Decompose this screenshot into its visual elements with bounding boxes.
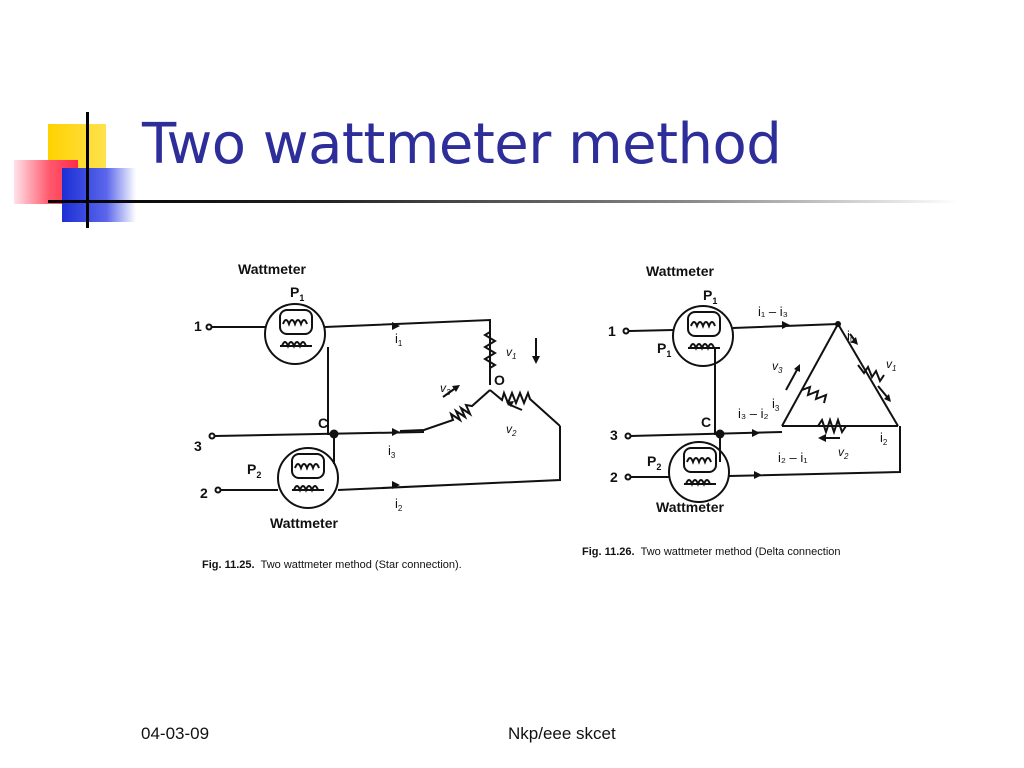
- delta-side-right: [837, 323, 899, 427]
- delta-i1-minus-i3-label: i₁ – i₃: [758, 304, 788, 319]
- delta-resistor-2: [817, 416, 847, 436]
- star-resistor-1: [483, 331, 497, 369]
- star-caption: Fig. 11.25.Two wattmeter method (Star co…: [202, 559, 462, 571]
- star-wattmeter-top-label: Wattmeter: [238, 261, 306, 277]
- star-i1-arrow: [392, 322, 400, 330]
- delta-line-3-wire: [630, 431, 783, 437]
- delta-line-1-wire: [628, 323, 839, 332]
- star-node-o-label: O: [494, 372, 505, 388]
- slide-title: Two wattmeter method: [142, 112, 782, 177]
- vertical-rule: [86, 112, 89, 228]
- delta-p2-label: P2: [647, 453, 661, 472]
- star-i1-label: i1: [395, 331, 403, 348]
- footer-date: 04-03-09: [141, 724, 210, 743]
- title-underline-rule: [48, 200, 960, 203]
- star-wattmeter-p1: [264, 303, 326, 365]
- delta-line-2-label: 2: [610, 469, 618, 485]
- delta-wattmeter-p2: [668, 441, 730, 503]
- delta-wattmeter-top-label: Wattmeter: [646, 263, 714, 279]
- delta-wattmeter-p1: [672, 305, 734, 367]
- delta-i2-label: i2: [880, 430, 888, 447]
- star-i2-label: i2: [395, 496, 403, 513]
- star-v1-arrow: [532, 356, 540, 364]
- star-connection-diagram: Wattmeter P1 1 i1 v1 O v3 v2: [194, 261, 561, 571]
- delta-line-3-label: 3: [610, 427, 618, 443]
- delta-v2-label: v2: [838, 445, 849, 461]
- blue-square-decoration: [62, 168, 136, 222]
- star-wattmeter-p2: [277, 447, 339, 509]
- delta-i3-label: i3: [772, 396, 780, 413]
- star-line-2-wire: [221, 426, 561, 491]
- footer-author: Nkp/eee skcet: [508, 724, 616, 743]
- star-node-c-label: C: [318, 415, 328, 431]
- star-v1-label: v1: [506, 345, 516, 361]
- star-p2-label: P2: [247, 461, 261, 480]
- star-resistor-3: [399, 389, 491, 432]
- star-v3-label: v3: [440, 381, 451, 397]
- delta-il-label: iL: [847, 328, 855, 345]
- delta-caption: Fig. 11.26.Two wattmeter method (Delta c…: [582, 546, 841, 558]
- star-line-1-wire: [212, 318, 491, 385]
- star-line-3-label: 3: [194, 438, 202, 454]
- delta-connection-diagram: Wattmeter P1 P1 1 i₁ – i₃ iL v3: [582, 263, 901, 558]
- star-v2-label: v2: [506, 422, 517, 438]
- delta-line-1-label: 1: [608, 323, 616, 339]
- delta-i2-minus-i1-label: i₂ – i₁: [778, 450, 808, 465]
- delta-i3-minus-i2-label: i₃ – i₂: [738, 406, 769, 421]
- delta-node-c-label: C: [701, 414, 711, 430]
- star-p1-label: P1: [290, 284, 304, 303]
- circuit-diagrams: Wattmeter P1 1 i1 v1 O v3 v2: [194, 261, 901, 571]
- delta-side-left: [781, 323, 839, 427]
- delta-p1-left-label: P1: [657, 340, 671, 359]
- delta-resistor-3: [801, 385, 828, 404]
- star-resistor-2: [489, 389, 561, 427]
- delta-v1-label: v1: [886, 357, 896, 373]
- delta-resistor-1: [857, 364, 885, 384]
- delta-line-2-wire: [631, 426, 901, 478]
- star-i3-label: i3: [388, 443, 396, 460]
- delta-v3-label: v3: [772, 359, 783, 375]
- star-line-2-label: 2: [200, 485, 208, 501]
- star-line-3-wire: [214, 431, 425, 437]
- star-line-1-label: 1: [194, 318, 202, 334]
- star-wattmeter-bottom-label: Wattmeter: [270, 515, 338, 531]
- delta-p1-label: P1: [703, 287, 717, 306]
- delta-wattmeter-bottom-label: Wattmeter: [656, 499, 724, 515]
